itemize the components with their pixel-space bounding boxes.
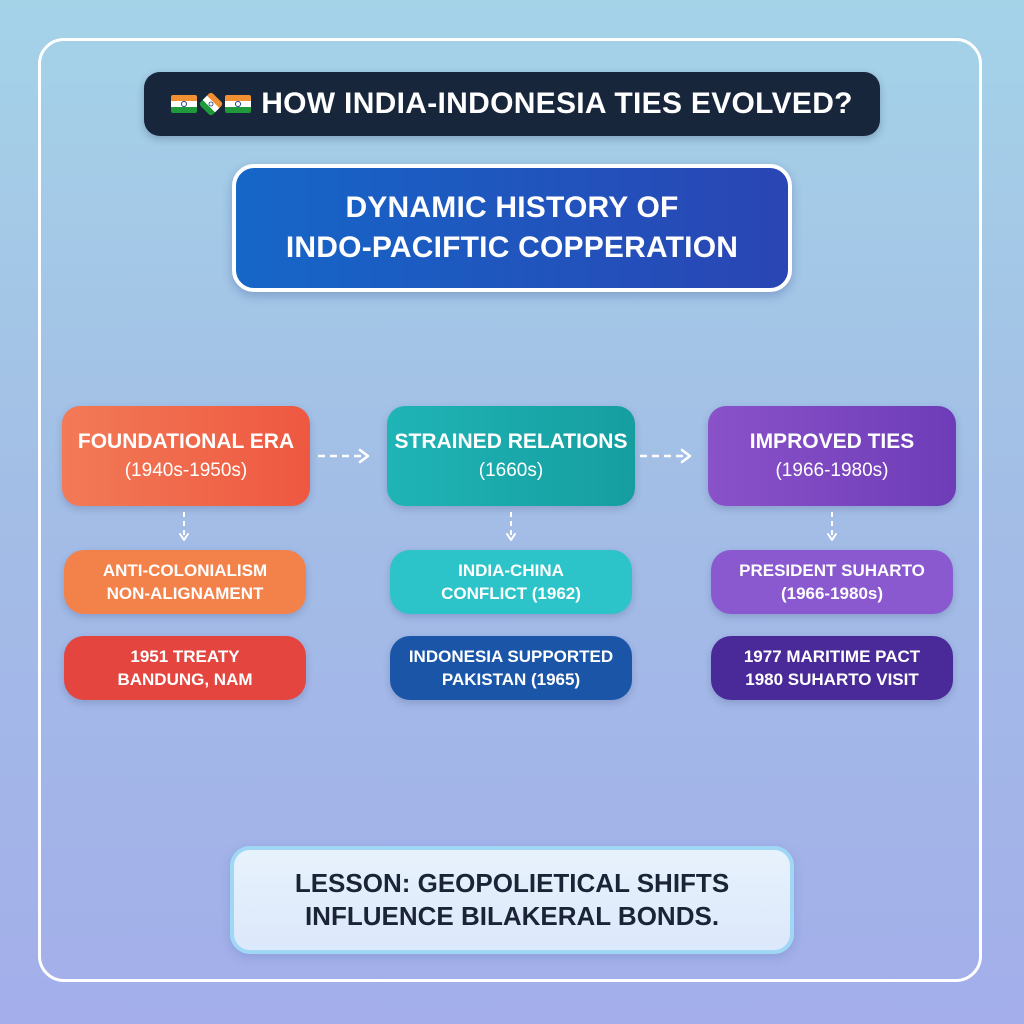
flag-icons [171,91,252,117]
content-frame [38,38,982,982]
detail-box: PRESIDENT SUHARTO (1966-1980s) [711,550,953,614]
detail-line-1: ANTI-COLONIALISM [102,561,268,580]
era-range: (1660s) [478,460,544,481]
detail-line-2: PAKISTAN (1965) [441,670,581,689]
arrow-right-icon [640,448,692,464]
subtitle-line-2: INDO-PACIFTIC COPPERATION [285,231,739,264]
detail-line-1: 1977 MARITIME PACT [743,647,921,666]
era-range: (1940s-1950s) [124,460,248,481]
era-name: FOUNDATIONAL ERA [77,430,295,453]
detail-box: INDONESIA SUPPORTED PAKISTAN (1965) [390,636,632,700]
detail-box: ANTI-COLONIALISM NON-ALIGNAMENT [64,550,306,614]
detail-line-1: INDIA-CHINA [458,561,564,580]
era-box-improved: IMPROVED TIES (1966-1980s) [708,406,956,506]
era-box-strained: STRAINED RELATIONS (1660s) [387,406,635,506]
era-name: STRAINED RELATIONS [394,430,628,453]
subtitle-line-1: DYNAMIC HISTORY OF [345,191,679,224]
detail-box: INDIA-CHINA CONFLICT (1962) [390,550,632,614]
arrow-down-icon [179,512,189,541]
india-map-icon [198,91,224,117]
detail-line-2: (1966-1980s) [780,584,884,603]
detail-line-1: INDONESIA SUPPORTED [408,647,614,666]
lesson-line-1: LESSON: GEOPOLIETICAL SHIFTS [294,868,730,898]
arrow-right-icon [318,448,370,464]
detail-line-1: 1951 TREATY [130,647,240,666]
lesson-line-2: INFLUENCE BILAKERAL BONDS. [304,901,720,931]
detail-box: 1977 MARITIME PACT 1980 SUHARTO VISIT [711,636,953,700]
detail-line-1: PRESIDENT SUHARTO [739,561,925,580]
lesson-box: LESSON: GEOPOLIETICAL SHIFTS INFLUENCE B… [230,846,794,954]
india-flag-icon [225,95,252,113]
page-title: HOW INDIA-INDONESIA TIES EVOLVED? [261,87,853,120]
subtitle-box: DYNAMIC HISTORY OF INDO-PACIFTIC COPPERA… [232,164,792,292]
arrow-down-icon [827,512,837,541]
detail-line-2: 1980 SUHARTO VISIT [745,670,919,689]
era-range: (1966-1980s) [775,460,889,481]
title-banner: HOW INDIA-INDONESIA TIES EVOLVED? [144,72,880,136]
era-box-foundational: FOUNDATIONAL ERA (1940s-1950s) [62,406,310,506]
arrow-down-icon [506,512,516,541]
detail-line-2: NON-ALIGNAMENT [106,584,264,603]
india-flag-icon [171,95,198,113]
detail-box: 1951 TREATY BANDUNG, NAM [64,636,306,700]
detail-line-2: CONFLICT (1962) [441,584,581,603]
detail-line-2: BANDUNG, NAM [117,670,253,689]
era-name: IMPROVED TIES [749,430,915,453]
